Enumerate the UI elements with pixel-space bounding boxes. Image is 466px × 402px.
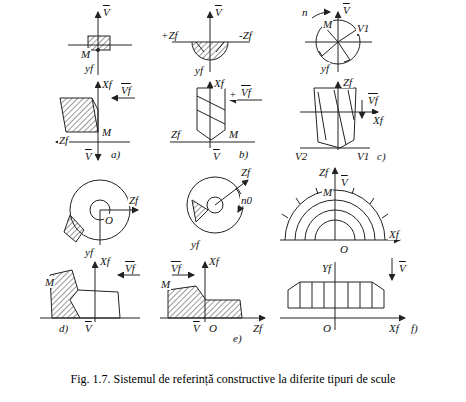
axis-label: n: [301, 6, 309, 18]
axis-label: V1: [356, 22, 370, 34]
axis-label: V: [84, 322, 93, 334]
axis-label: Xf: [213, 77, 225, 89]
axis-label: yf: [190, 238, 200, 250]
axis-label: b): [238, 148, 249, 160]
axis-label: O: [208, 322, 218, 334]
axis-label: Vf: [367, 94, 379, 106]
axis-label: yf: [84, 246, 94, 258]
axis-label: V: [84, 150, 93, 162]
axis-label: Zf: [58, 134, 69, 146]
axis-label: e): [232, 332, 243, 344]
axis-label: Xf: [388, 228, 400, 240]
axis-label: V2: [294, 150, 308, 162]
axis-label: Vf: [170, 262, 182, 274]
axis-label: c): [376, 150, 387, 162]
axis-label: Xf: [388, 322, 400, 334]
axis-label: yf: [194, 64, 204, 76]
axis-label: Zf: [318, 166, 329, 178]
axis-label: O: [339, 243, 349, 255]
axis-label: Vf: [124, 262, 136, 274]
axis-label: f): [410, 322, 419, 334]
axis-label: M: [322, 186, 333, 198]
axis-label: V: [214, 6, 223, 18]
axis-label: M: [160, 278, 171, 290]
axis-label: M: [44, 276, 55, 288]
axis-label: V: [212, 150, 221, 162]
axis-label: Vf: [240, 86, 252, 98]
axis-label: Xf: [101, 78, 113, 90]
axis-label: V: [398, 262, 407, 274]
axis-label: Yf: [321, 262, 332, 274]
axis-label: Xf: [208, 255, 220, 267]
axis-label: +: [228, 88, 237, 100]
axis-label: Vf: [120, 84, 132, 96]
axis-label: Zf: [170, 128, 181, 140]
axis-label: V1: [356, 150, 370, 162]
axis-label: +Zf: [160, 29, 179, 41]
axis-label: M: [228, 128, 239, 140]
axis-label: yf: [320, 62, 330, 74]
axis-label: -Zf: [238, 29, 253, 41]
axis-label: Zf: [252, 322, 263, 334]
axis-label: a): [110, 148, 121, 160]
axis-label: V: [342, 4, 351, 16]
axis-label: V: [340, 176, 349, 188]
axis-label: Xf: [372, 114, 384, 126]
axis-label: V: [192, 322, 201, 334]
axis-label: M: [101, 126, 112, 138]
axis-label: V: [102, 6, 111, 18]
axis-label: O: [322, 322, 332, 334]
axis-label: d): [58, 322, 69, 334]
axis-label: M: [322, 18, 333, 30]
axis-label: n0: [240, 194, 253, 206]
figure-caption: Fig. 1.7. Sistemul de referință construc…: [0, 372, 466, 387]
axis-label: Zf: [128, 194, 139, 206]
axis-label: yf: [84, 62, 94, 74]
axis-label: Zf: [240, 166, 251, 178]
axis-label: Xf: [99, 255, 111, 267]
axis-label: M: [80, 48, 91, 60]
axis-label: O: [104, 214, 114, 226]
axis-label: Zf: [342, 76, 353, 88]
